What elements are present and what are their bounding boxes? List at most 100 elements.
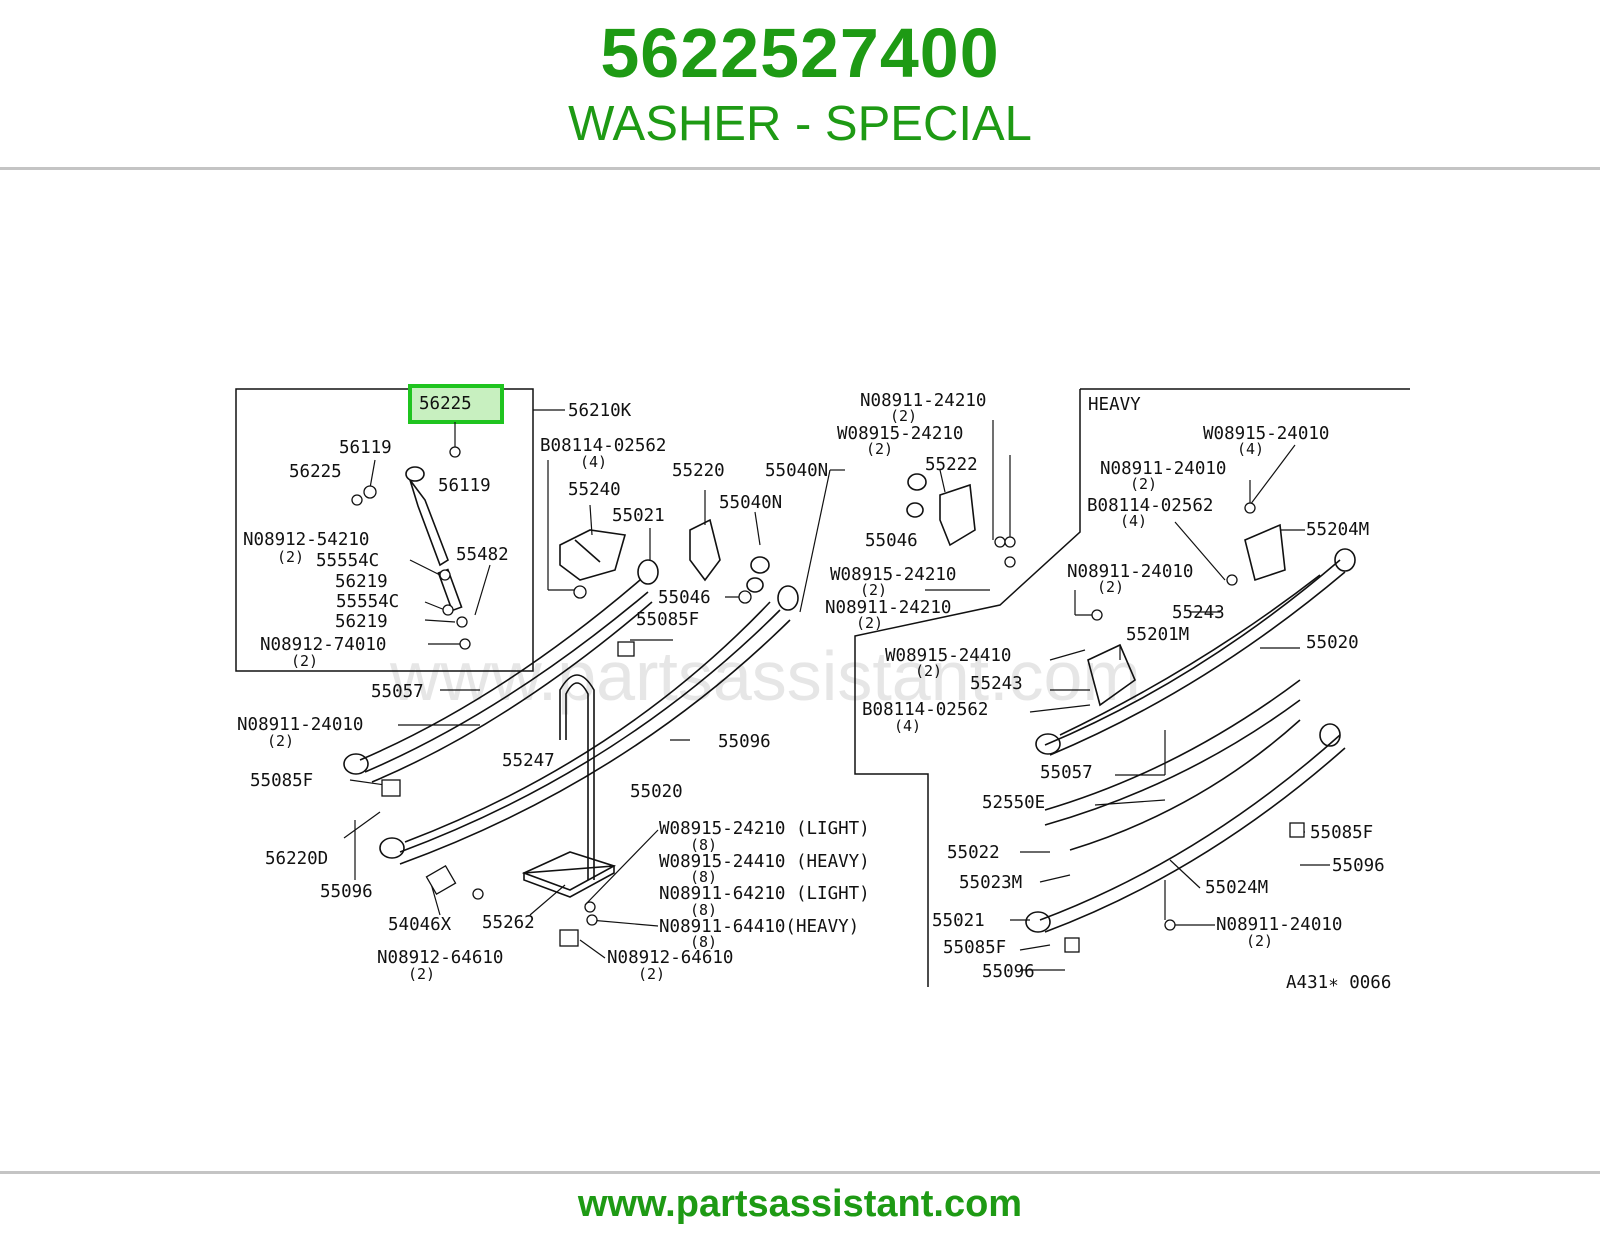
label-heavy: HEAVY xyxy=(1088,395,1141,415)
label-n08912-64610-b[interactable]: N08912-64610 xyxy=(607,948,733,968)
qty-8-c: (8) xyxy=(690,901,717,919)
label-55085F-c[interactable]: 55085F xyxy=(943,938,1006,958)
qty-4-a: (4) xyxy=(580,453,607,471)
label-55020-b[interactable]: 55020 xyxy=(1306,633,1359,653)
bracket-55240 xyxy=(559,529,627,581)
label-55204M[interactable]: 55204M xyxy=(1306,520,1369,540)
hardware-parts xyxy=(351,446,1305,953)
label-52550E[interactable]: 52550E xyxy=(982,793,1045,813)
label-55096-d[interactable]: 55096 xyxy=(1332,856,1385,876)
part-description: WASHER - SPECIAL xyxy=(568,97,1032,151)
label-55240[interactable]: 55240 xyxy=(568,480,621,500)
qty-4-c: (4) xyxy=(1120,512,1147,530)
qty-8-d: (8) xyxy=(690,933,717,951)
label-55040N-b[interactable]: 55040N xyxy=(719,493,782,513)
right-leaf-spring-lower xyxy=(1025,679,1346,933)
label-55096-a[interactable]: 55096 xyxy=(320,882,373,902)
label-n08912-64610-a[interactable]: N08912-64610 xyxy=(377,948,503,968)
label-56119-b[interactable]: 56119 xyxy=(438,476,491,496)
label-n08911-24010-b[interactable]: N08911-24010 xyxy=(1100,459,1226,479)
label-55085F-a[interactable]: 55085F xyxy=(250,771,313,791)
footer-divider xyxy=(0,1171,1600,1174)
shock-absorber-group-frame xyxy=(235,388,534,672)
qty-2-b: (2) xyxy=(291,652,318,670)
label-b08114-02562-c[interactable]: B08114-02562 xyxy=(862,700,988,720)
header-divider xyxy=(0,167,1600,170)
diagram-reference-code: A431∗ 0066 xyxy=(1286,973,1391,993)
label-56119-a[interactable]: 56119 xyxy=(339,438,392,458)
qty-2-i: (2) xyxy=(856,614,883,632)
qty-2-d: (2) xyxy=(408,965,435,983)
label-n08911-24210-b[interactable]: N08911-24210 xyxy=(825,598,951,618)
label-b08114-02562-a[interactable]: B08114-02562 xyxy=(540,436,666,456)
label-55243-b[interactable]: 55243 xyxy=(970,674,1023,694)
label-55023M[interactable]: 55023M xyxy=(959,873,1022,893)
label-w08915-24210-light[interactable]: W08915-24210 (LIGHT) xyxy=(659,819,870,839)
label-n08911-64210-light[interactable]: N08911-64210 (LIGHT) xyxy=(659,884,870,904)
part-labels: 56225 56210K 56119 56119 56225 N08912-54… xyxy=(237,391,1391,993)
label-w08915-24410-heavy[interactable]: W08915-24410 (HEAVY) xyxy=(659,852,870,872)
label-55024M[interactable]: 55024M xyxy=(1205,878,1268,898)
label-55046-a[interactable]: 55046 xyxy=(658,588,711,608)
qty-2-e: (2) xyxy=(638,965,665,983)
label-55201M[interactable]: 55201M xyxy=(1126,625,1189,645)
watermark-text: www.partsassistant.com xyxy=(389,637,1141,715)
qty-8-a: (8) xyxy=(690,836,717,854)
label-55554C-a[interactable]: 55554C xyxy=(316,551,379,571)
label-55040N-a[interactable]: 55040N xyxy=(765,461,828,481)
label-55020-a[interactable]: 55020 xyxy=(630,782,683,802)
label-w08915-24010[interactable]: W08915-24010 xyxy=(1203,424,1329,444)
label-w08915-24210-b[interactable]: W08915-24210 xyxy=(830,565,956,585)
label-w08915-24410[interactable]: W08915-24410 xyxy=(885,646,1011,666)
label-56210K[interactable]: 56210K xyxy=(568,401,632,421)
label-55247[interactable]: 55247 xyxy=(502,751,555,771)
label-55021-b[interactable]: 55021 xyxy=(932,911,985,931)
label-55085F-b[interactable]: 55085F xyxy=(636,610,699,630)
label-56225-highlighted[interactable]: 56225 xyxy=(419,394,472,414)
left-leaf-spring xyxy=(343,559,799,865)
qty-2-h: (2) xyxy=(860,581,887,599)
part-number-title: 5622527400 xyxy=(600,14,1000,92)
label-b08114-02562-b[interactable]: B08114-02562 xyxy=(1087,496,1213,516)
qty-2-k: (2) xyxy=(1097,578,1124,596)
qty-2-a: (2) xyxy=(277,548,304,566)
label-55021-a[interactable]: 55021 xyxy=(612,506,665,526)
label-n08912-54210[interactable]: N08912-54210 xyxy=(243,530,369,550)
label-55262[interactable]: 55262 xyxy=(482,913,535,933)
label-n08911-24010-c[interactable]: N08911-24010 xyxy=(1067,562,1193,582)
label-55085F-d[interactable]: 55085F xyxy=(1310,823,1373,843)
label-w08915-24210-a[interactable]: W08915-24210 xyxy=(837,424,963,444)
label-55554C-b[interactable]: 55554C xyxy=(336,592,399,612)
label-n08911-24010-a[interactable]: N08911-24010 xyxy=(237,715,363,735)
label-55482[interactable]: 55482 xyxy=(456,545,509,565)
leader-lines xyxy=(343,409,1330,971)
qty-4-b: (4) xyxy=(1237,440,1264,458)
bracket-55222 xyxy=(906,473,976,547)
label-55022[interactable]: 55022 xyxy=(947,843,1000,863)
label-n08911-24010-d[interactable]: N08911-24010 xyxy=(1216,915,1342,935)
label-n08911-24210-a[interactable]: N08911-24210 xyxy=(860,391,986,411)
label-56219-a[interactable]: 56219 xyxy=(335,572,388,592)
label-55096-b[interactable]: 55096 xyxy=(718,732,771,752)
right-leaf-spring-upper xyxy=(1035,548,1356,756)
label-55057-a[interactable]: 55057 xyxy=(371,682,424,702)
label-56219-b[interactable]: 56219 xyxy=(335,612,388,632)
label-55220[interactable]: 55220 xyxy=(672,461,725,481)
label-54046X[interactable]: 54046X xyxy=(388,915,452,935)
spring-seat-plate xyxy=(521,851,617,898)
label-55046-b[interactable]: 55046 xyxy=(865,531,918,551)
label-55096-c[interactable]: 55096 xyxy=(982,962,1035,982)
qty-8-b: (8) xyxy=(690,868,717,886)
label-n08911-64410-heavy[interactable]: N08911-64410(HEAVY) xyxy=(659,917,859,937)
qty-2-m: (2) xyxy=(1246,932,1273,950)
qty-2-f: (2) xyxy=(890,407,917,425)
label-55222[interactable]: 55222 xyxy=(925,455,978,475)
label-n08912-74010[interactable]: N08912-74010 xyxy=(260,635,386,655)
label-55243-a[interactable]: 55243 xyxy=(1172,603,1225,623)
label-56225[interactable]: 56225 xyxy=(289,462,342,482)
highlighted-part-box[interactable] xyxy=(408,384,504,424)
footer-website-link[interactable]: www.partsassistant.com xyxy=(577,1183,1023,1225)
label-55057-b[interactable]: 55057 xyxy=(1040,763,1093,783)
label-56220D[interactable]: 56220D xyxy=(265,849,328,869)
